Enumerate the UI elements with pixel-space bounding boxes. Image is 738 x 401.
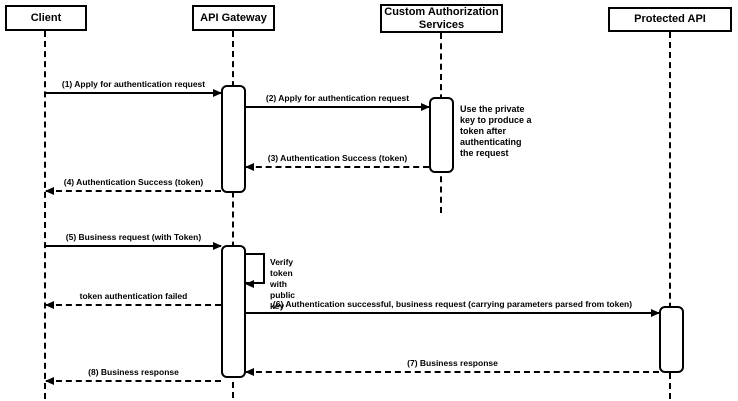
activation-api-gateway-auth	[221, 85, 246, 193]
self-message-verify-token: Verify token with public key	[245, 253, 295, 311]
message-7-label: (7) Business response	[407, 358, 498, 368]
message-5-business-request: (5) Business request (with Token)	[46, 232, 222, 250]
message-1-label: (1) Apply for authentication request	[61, 79, 206, 89]
message-6-label: (6) Authentication successful, business …	[272, 299, 633, 309]
message-token-auth-failed-label: token authentication failed	[79, 291, 188, 301]
lifeline-client	[44, 31, 46, 399]
message-2-label: (2) Apply for authentication request	[265, 93, 410, 103]
arrowhead-right-icon	[651, 309, 660, 317]
arrowhead-left-icon	[245, 368, 254, 376]
message-3-auth-success: (3) Authentication Success (token)	[245, 153, 429, 171]
message-token-auth-failed-line	[45, 301, 221, 309]
message-6-auth-successful-business-request: (6) Authentication successful, business …	[246, 299, 660, 317]
message-7-business-response: (7) Business response	[245, 358, 659, 376]
lifeline-protected-api	[669, 32, 671, 399]
activation-api-gateway-business	[221, 245, 246, 378]
message-8-business-response: (8) Business response	[45, 367, 221, 385]
participant-custom-auth: Custom Authorization Services	[380, 4, 503, 33]
participant-protected-api: Protected API	[608, 7, 732, 32]
message-2-apply-authentication: (2) Apply for authentication request	[246, 93, 430, 111]
note-private-key: Use the private key to produce a token a…	[460, 104, 532, 158]
message-4-line	[45, 187, 221, 195]
arrowhead-right-icon	[213, 89, 222, 97]
self-message-label: Verify token with public key	[270, 257, 296, 311]
message-7-line	[245, 368, 659, 376]
message-3-label: (3) Authentication Success (token)	[267, 153, 408, 163]
participant-api-gateway-label: API Gateway	[200, 11, 267, 24]
message-2-line	[246, 103, 430, 111]
message-1-apply-authentication: (1) Apply for authentication request	[46, 79, 222, 97]
message-5-line	[46, 242, 222, 250]
arrowhead-right-icon	[421, 103, 430, 111]
participant-protected-api-label: Protected API	[634, 13, 706, 25]
lifeline-api-gateway	[232, 31, 234, 398]
message-8-label: (8) Business response	[88, 367, 179, 377]
message-1-line	[46, 89, 222, 97]
arrowhead-left-icon	[45, 187, 54, 195]
message-4-auth-success: (4) Authentication Success (token)	[45, 177, 221, 195]
arrowhead-right-icon	[213, 242, 222, 250]
arrowhead-left-icon	[45, 301, 54, 309]
message-3-line	[245, 163, 429, 171]
participant-client-label: Client	[30, 11, 62, 24]
activation-custom-auth	[429, 97, 454, 173]
message-5-label: (5) Business request (with Token)	[65, 232, 202, 242]
message-6-line	[246, 309, 660, 317]
participant-client: Client	[5, 5, 87, 31]
arrowhead-left-icon	[245, 280, 254, 288]
arrowhead-left-icon	[45, 377, 54, 385]
message-8-line	[45, 377, 221, 385]
message-token-auth-failed: token authentication failed	[45, 291, 221, 309]
activation-protected-api	[659, 306, 684, 373]
message-4-label: (4) Authentication Success (token)	[63, 177, 204, 187]
arrowhead-left-icon	[245, 163, 254, 171]
participant-api-gateway: API Gateway	[192, 5, 275, 31]
participant-custom-auth-label: Custom Authorization Services	[384, 5, 499, 31]
